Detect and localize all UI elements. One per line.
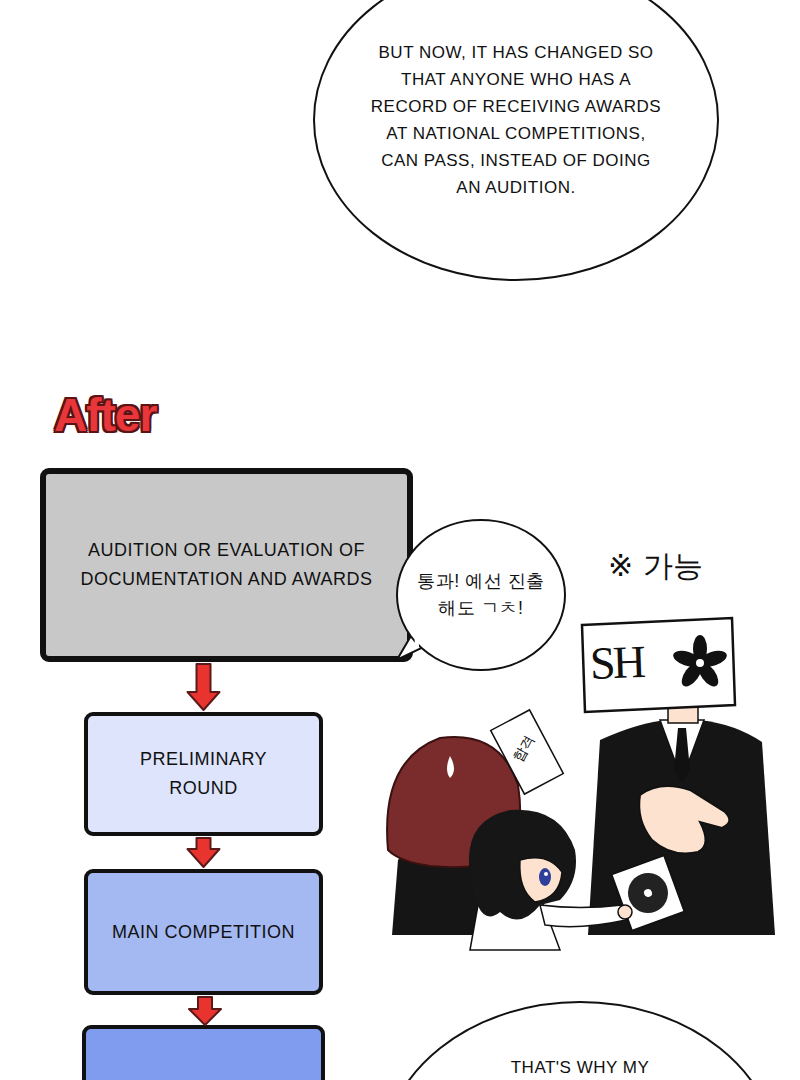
process-box: AUDITION OR EVALUATION OF DOCUMENTATION … — [40, 468, 413, 662]
flow-box — [84, 1027, 323, 1080]
node-text: MAIN COMPETITION — [112, 918, 295, 947]
node-text: PRELIMINARY ROUND — [104, 745, 304, 803]
node-text: 통과! 예선 진출해도 ㄱㅊ! — [417, 568, 545, 622]
process-box: MAIN COMPETITION — [84, 869, 323, 995]
node-text: BUT NOW, IT HAS CHANGED SO THAT ANYONE W… — [370, 39, 662, 201]
speech-bubble: THAT'S WHY MY — [380, 1000, 780, 1080]
bubble-outline — [395, 518, 567, 672]
paper — [491, 710, 564, 794]
speech-bubble: 통과! 예선 진출해도 ㄱㅊ! — [395, 518, 567, 672]
process-box: PRELIMINARY ROUND — [84, 712, 323, 836]
flow-arrow — [188, 664, 220, 710]
diagram-title: After — [54, 388, 156, 442]
flow-arrow — [189, 997, 221, 1025]
paper-text: 합격 — [509, 732, 538, 765]
kid — [469, 810, 685, 950]
sign-logo: SH — [589, 635, 644, 690]
flow-arrow — [188, 838, 220, 867]
node-text: THAT'S WHY MY — [511, 1056, 650, 1080]
suit-man — [582, 618, 775, 935]
node-text: AUDITION OR EVALUATION OF DOCUMENTATION … — [67, 536, 387, 594]
speech-bubble: BUT NOW, IT HAS CHANGED SO THAT ANYONE W… — [312, 0, 720, 282]
note-mark: ※ 가능 — [608, 546, 703, 587]
